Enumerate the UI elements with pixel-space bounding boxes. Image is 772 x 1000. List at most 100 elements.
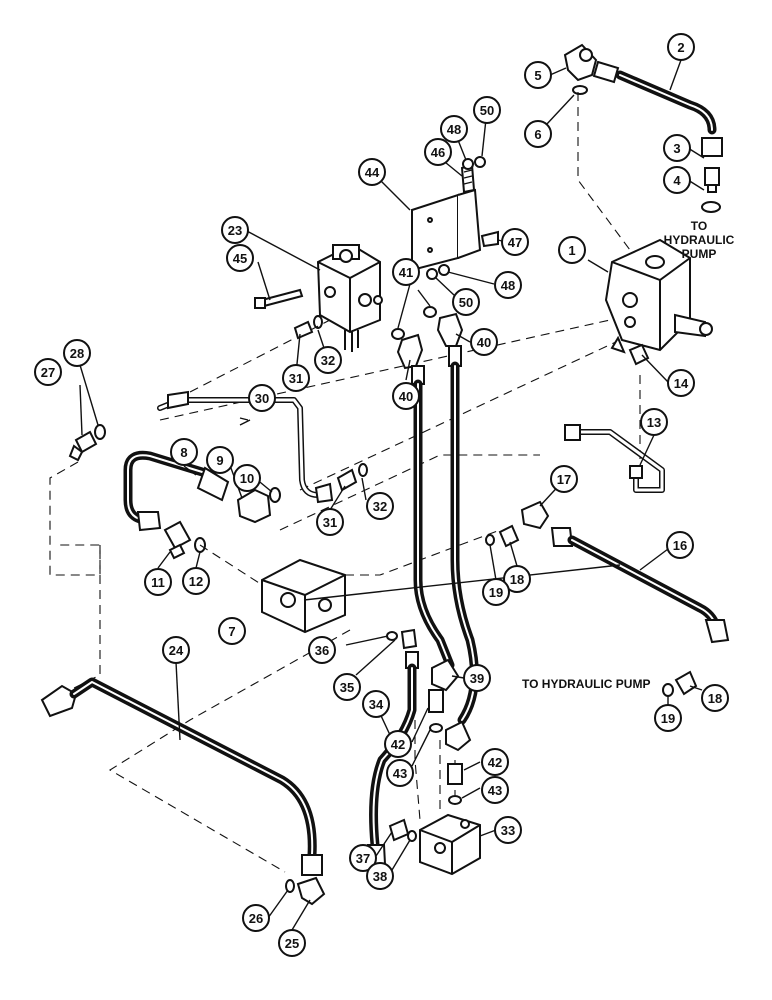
tube-part-13 [564, 424, 665, 493]
svg-text:18: 18 [510, 572, 524, 587]
svg-text:46: 46 [431, 145, 445, 160]
svg-text:12: 12 [189, 574, 203, 589]
valve-block-part-33 [419, 813, 481, 876]
callout-4: 4 [663, 166, 691, 194]
callout-7: 7 [218, 617, 246, 645]
callout-40-left: 40 [392, 382, 420, 410]
callout-32-upper: 32 [314, 346, 342, 374]
callout-48-top: 48 [440, 115, 468, 143]
callout-41: 41 [392, 258, 420, 286]
fitting-part-14 [628, 343, 650, 366]
callout-18-center: 18 [503, 565, 531, 593]
o-ring-part-26 [285, 879, 295, 893]
callout-45: 45 [226, 244, 254, 272]
callout-47: 47 [501, 228, 529, 256]
svg-text:43: 43 [393, 766, 407, 781]
adapter-part-3 [704, 167, 720, 193]
o-ring-part-10 [269, 487, 281, 503]
callout-18-right: 18 [701, 684, 729, 712]
svg-text:4: 4 [673, 173, 681, 188]
svg-text:2: 2 [677, 40, 684, 55]
svg-text:50: 50 [480, 103, 494, 118]
nut-part-50-top [474, 156, 486, 168]
callout-50-top: 50 [473, 96, 501, 124]
callout-9: 9 [206, 446, 234, 474]
callout-19-center: 19 [482, 578, 510, 606]
callout-19-right: 19 [654, 704, 682, 732]
o-ring-part-38 [407, 830, 417, 842]
leader-lines [79, 59, 705, 931]
callout-36: 36 [308, 636, 336, 664]
svg-text:40: 40 [477, 335, 491, 350]
svg-text:32: 32 [373, 499, 387, 514]
callout-37: 37 [349, 844, 377, 872]
svg-text:28: 28 [70, 346, 84, 361]
callout-50-mid: 50 [452, 288, 480, 316]
svg-text:3: 3 [673, 141, 680, 156]
callout-33: 33 [494, 816, 522, 844]
callout-11: 11 [144, 568, 172, 596]
svg-text:17: 17 [557, 472, 571, 487]
svg-text:50: 50 [459, 295, 473, 310]
adapter-part-11 [163, 520, 192, 560]
note-to-pump-bottom: TO HYDRAULIC PUMP [522, 677, 650, 691]
svg-text:31: 31 [323, 515, 337, 530]
fitting-part-31-upper [293, 320, 314, 340]
note-to-pump-top-1: TO [691, 219, 707, 233]
valve-block-part-7 [261, 558, 346, 634]
svg-text:48: 48 [447, 122, 461, 137]
fitting-part-27 [68, 430, 98, 462]
svg-text:42: 42 [391, 737, 405, 752]
o-ring-part-32-lower [358, 463, 368, 477]
svg-text:8: 8 [180, 445, 187, 460]
svg-text:10: 10 [240, 471, 254, 486]
tube-part-24 [40, 677, 323, 876]
callout-16: 16 [666, 531, 694, 559]
svg-text:1: 1 [568, 243, 575, 258]
elbow-fitting-part-5 [563, 43, 598, 82]
callout-1: 1 [558, 236, 586, 264]
svg-text:23: 23 [228, 223, 242, 238]
svg-text:14: 14 [674, 376, 689, 391]
callout-43-center: 43 [386, 759, 414, 787]
fitting-part-37 [388, 818, 410, 842]
callout-48-mid: 48 [494, 271, 522, 299]
o-ring-part-6 [572, 85, 588, 95]
svg-text:41: 41 [399, 265, 413, 280]
o-ring-part-32-upper [313, 315, 323, 329]
adapter-part-42-center [428, 689, 444, 713]
elbow-part-9 [236, 488, 272, 524]
callout-30: 30 [248, 384, 276, 412]
hose-part-34 [366, 651, 419, 868]
note-to-pump-top-3: PUMP [682, 247, 717, 261]
svg-text:32: 32 [321, 353, 335, 368]
svg-text:34: 34 [369, 697, 384, 712]
svg-text:36: 36 [315, 643, 329, 658]
elbow-part-40-right [436, 312, 464, 347]
svg-text:6: 6 [534, 127, 541, 142]
callout-42-center: 42 [384, 730, 412, 758]
svg-text:7: 7 [228, 624, 235, 639]
washer-part-50-mid [426, 268, 438, 280]
svg-text:18: 18 [708, 691, 722, 706]
o-ring-part-4 [701, 201, 721, 213]
bracket-part-44 [411, 188, 482, 272]
o-ring-part-41-left [391, 328, 405, 340]
callout-24: 24 [162, 636, 190, 664]
callout-31-lower: 31 [316, 508, 344, 536]
o-ring-part-19-right [662, 683, 674, 697]
bolt-part-45 [254, 288, 304, 309]
hose-part-16 [550, 527, 730, 644]
adapter-part-18-center [498, 524, 520, 548]
o-ring-part-43-center [429, 723, 443, 733]
svg-text:5: 5 [534, 68, 541, 83]
svg-text:9: 9 [216, 453, 223, 468]
svg-text:48: 48 [501, 278, 515, 293]
o-ring-part-36 [386, 631, 398, 641]
callout-46: 46 [424, 138, 452, 166]
callout-2: 2 [667, 33, 695, 61]
elbow-part-25 [296, 876, 326, 906]
callout-12: 12 [182, 567, 210, 595]
hose-pair-main [411, 345, 479, 725]
